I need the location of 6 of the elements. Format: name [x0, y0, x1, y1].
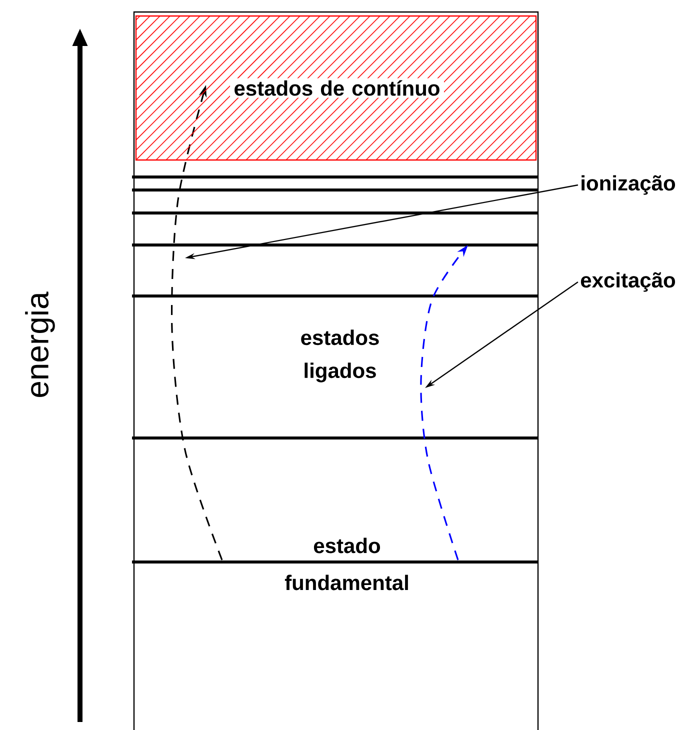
callout-text: excitação [580, 272, 676, 292]
hatched-box: estados de contínuo [135, 15, 537, 161]
callout-text: ionização [582, 175, 676, 195]
axis-label: energia [25, 292, 55, 398]
region-label: estados ligados [301, 330, 379, 382]
level-label: estado fundamental [284, 538, 408, 590]
